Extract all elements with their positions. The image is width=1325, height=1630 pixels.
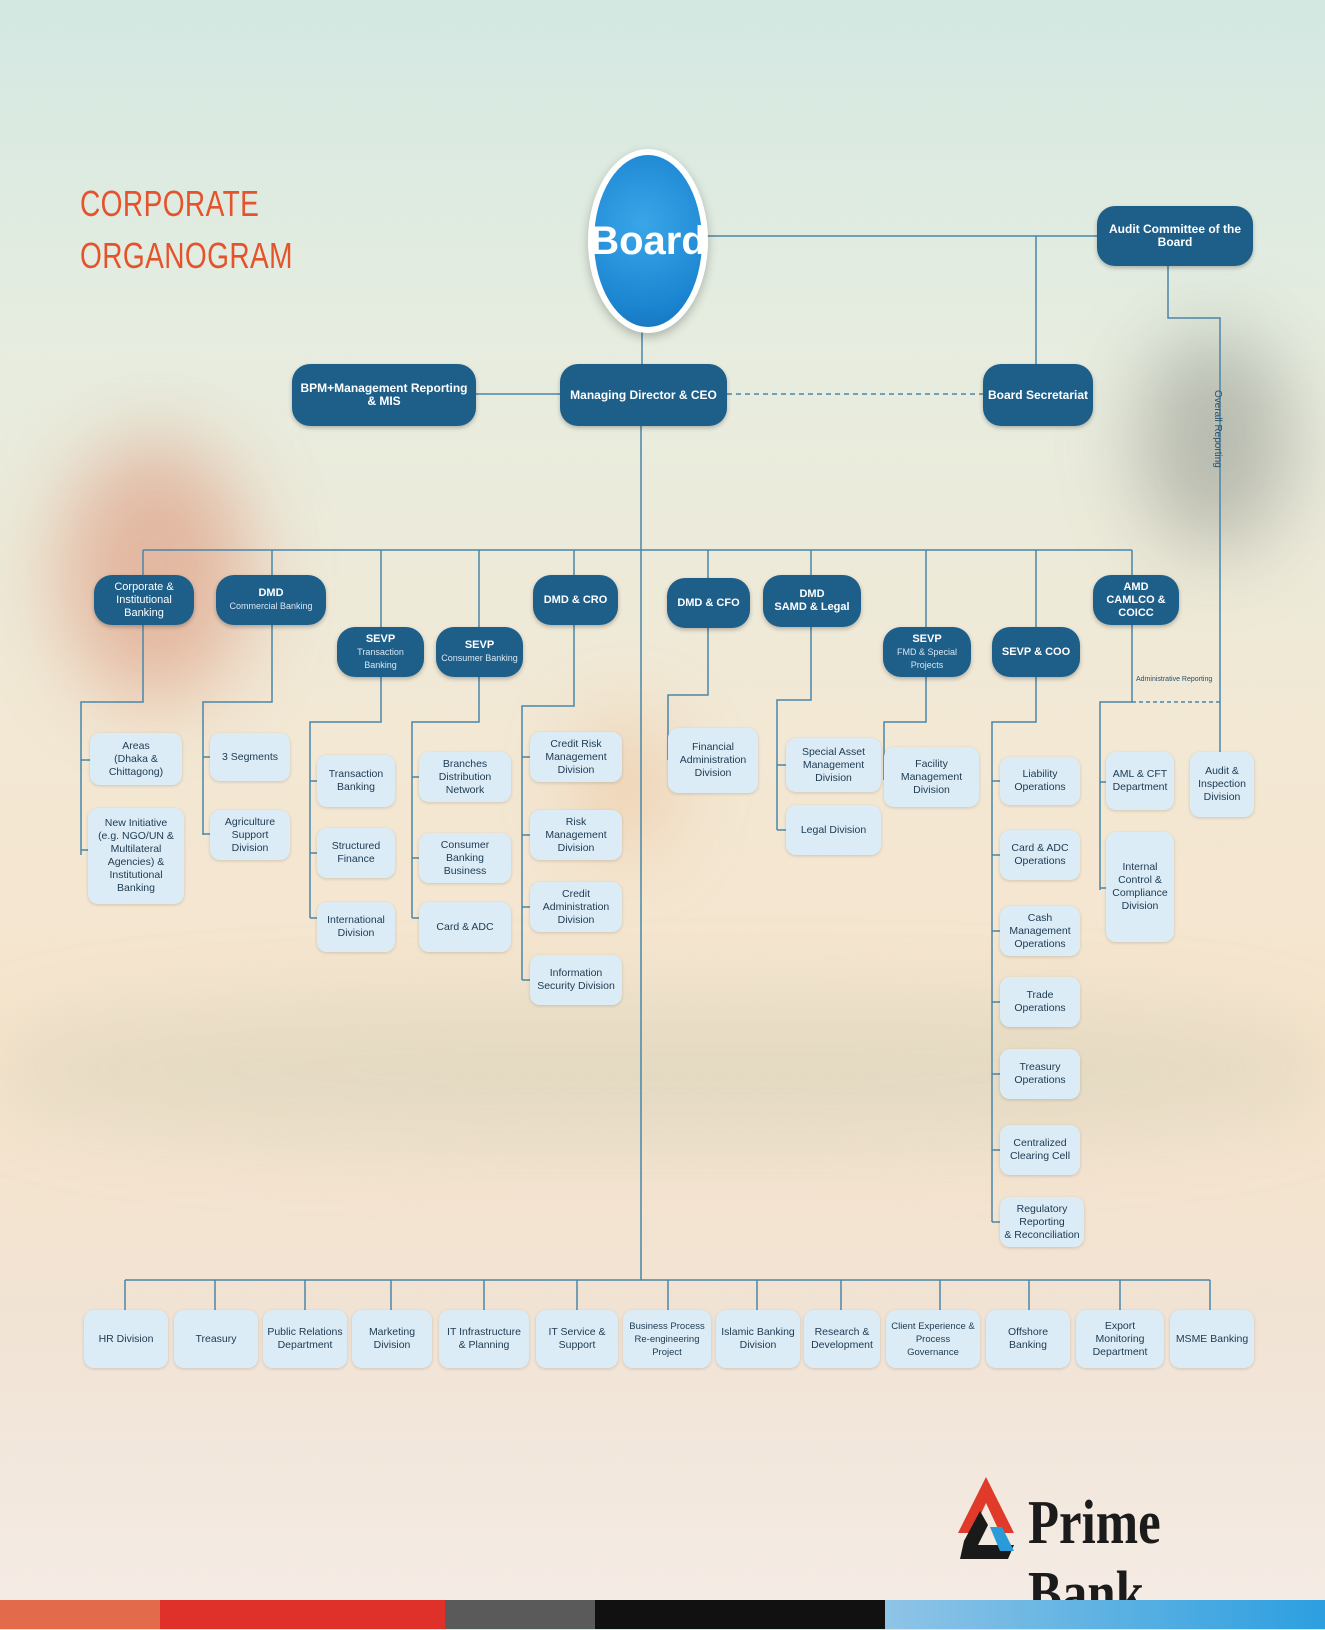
unit-information-security: Information Security Division xyxy=(530,955,622,1005)
managing-director-node: Managing Director & CEO xyxy=(560,364,727,426)
unit-regulatory-reporting: Regulatory Reporting & Reconciliation xyxy=(1000,1197,1084,1247)
bottom-research-development: Research & Development xyxy=(804,1310,880,1368)
unit-credit-administration: Credit Administration Division xyxy=(530,882,622,932)
unit-3-segments: 3 Segments xyxy=(210,733,290,781)
footer-bar-red xyxy=(160,1600,445,1629)
bottom-msme-banking: MSME Banking xyxy=(1170,1310,1254,1368)
unit-risk-management: Risk Management Division xyxy=(530,810,622,860)
bottom-islamic-banking: Islamic Banking Division xyxy=(716,1310,800,1368)
bottom-hr-division: HR Division xyxy=(84,1310,168,1368)
bottom-marketing: Marketing Division xyxy=(352,1310,432,1368)
bottom-export-monitoring: Export Monitoring Department xyxy=(1076,1310,1164,1368)
audit-committee-node: Audit Committee of the Board xyxy=(1097,206,1253,266)
bottom-offshore-banking: Offshore Banking xyxy=(986,1310,1070,1368)
footer-bar-black xyxy=(595,1600,885,1629)
page-title: CORPORATE ORGANOGRAM xyxy=(80,183,293,276)
unit-cash-management-operations: Cash Management Operations xyxy=(1000,906,1080,956)
unit-new-initiative: New Initiative (e.g. NGO/UN & Multilater… xyxy=(88,808,184,904)
unit-agriculture-support: Agriculture Support Division xyxy=(210,810,290,860)
unit-trade-operations: Trade Operations xyxy=(1000,977,1080,1027)
head-dmd-cfo: DMD & CFO xyxy=(667,578,750,628)
unit-consumer-banking-business: Consumer Banking Business xyxy=(419,833,511,883)
bottom-it-infrastructure: IT Infrastructure & Planning xyxy=(439,1310,529,1368)
unit-card-adc: Card & ADC xyxy=(419,902,511,952)
unit-international-division: International Division xyxy=(317,902,395,952)
head-dmd-cro: DMD & CRO xyxy=(533,575,618,625)
board-secretariat-node: Board Secretariat xyxy=(983,364,1093,426)
prime-bank-logo-icon xyxy=(958,1477,1014,1559)
bottom-public-relations: Public Relations Department xyxy=(263,1310,347,1368)
unit-centralized-clearing: Centralized Clearing Cell xyxy=(1000,1125,1080,1175)
footer-bar-grey xyxy=(445,1600,595,1629)
bottom-it-service: IT Service & Support xyxy=(536,1310,618,1368)
unit-liability-operations: Liability Operations xyxy=(1000,757,1080,805)
administrative-reporting-label: Administrative Reporting xyxy=(1136,676,1213,683)
bottom-client-experience: Client Experience & Process Governance xyxy=(886,1310,980,1368)
bpm-mis-node: BPM+Management Reporting & MIS xyxy=(292,364,476,426)
unit-aml-cft: AML & CFT Department xyxy=(1106,752,1174,810)
unit-transaction-banking: Transaction Banking xyxy=(317,755,395,807)
board-node: Board xyxy=(588,149,708,333)
footer-bar-orange xyxy=(0,1600,160,1629)
unit-internal-control-compliance: Internal Control & Compliance Division xyxy=(1106,832,1174,942)
unit-special-asset-management: Special Asset Management Division xyxy=(786,738,881,792)
bottom-treasury: Treasury xyxy=(174,1310,258,1368)
head-sevp-coo: SEVP & COO xyxy=(992,627,1080,677)
unit-areas: Areas (Dhaka & Chittagong) xyxy=(90,733,182,785)
unit-facility-management: Facility Management Division xyxy=(884,747,979,807)
overall-reporting-label: Overall Reporting xyxy=(1212,390,1223,468)
unit-card-adc-operations: Card & ADC Operations xyxy=(1000,830,1080,880)
unit-audit-inspection: Audit & Inspection Division xyxy=(1190,752,1254,817)
unit-treasury-operations: Treasury Operations xyxy=(1000,1049,1080,1099)
unit-structured-finance: Structured Finance xyxy=(317,828,395,878)
footer-bar-blue xyxy=(885,1600,1325,1629)
unit-branches-distribution: Branches Distribution Network xyxy=(419,752,511,802)
unit-credit-risk-management: Credit Risk Management Division xyxy=(530,732,622,782)
head-corporate-institutional: Corporate &Institutional Banking xyxy=(94,575,194,625)
unit-legal-division: Legal Division xyxy=(786,805,881,855)
unit-financial-administration: Financial Administration Division xyxy=(668,728,758,793)
bottom-business-process: Business Process Re-engineering Project xyxy=(623,1310,711,1368)
